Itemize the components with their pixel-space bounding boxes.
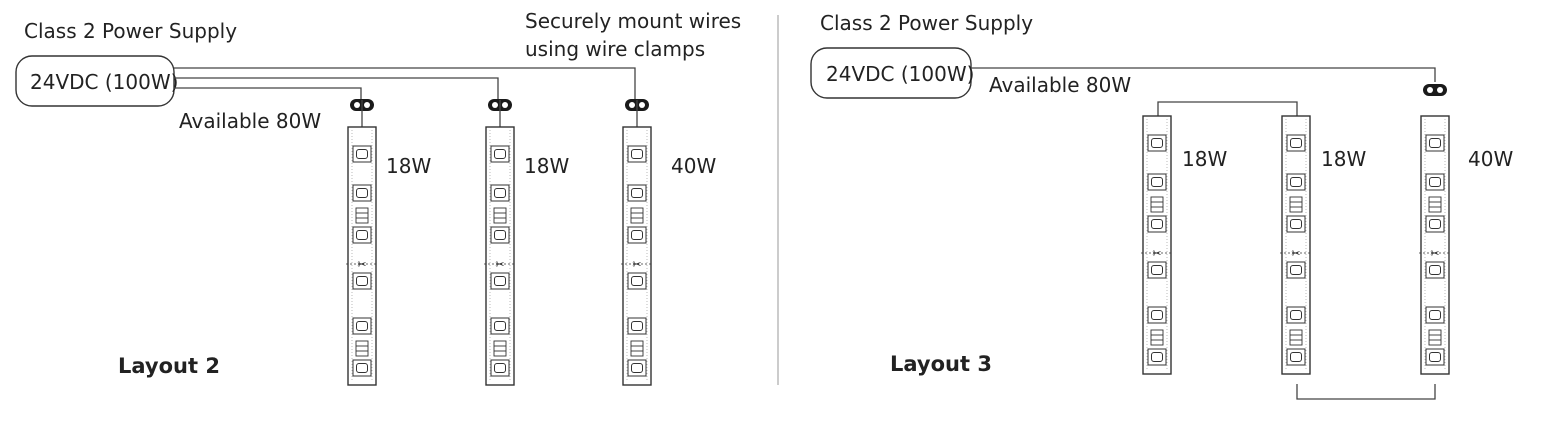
layout2-note-line2: using wire clamps: [525, 37, 705, 61]
layout3-power-supply-box: [810, 47, 972, 99]
led-chip-icon: [1286, 348, 1306, 366]
led-chip-icon: [1425, 348, 1445, 366]
layout2-note-line1: Securely mount wires: [525, 9, 741, 33]
led-chip-icon: [627, 359, 647, 377]
layout3-available-label: Available 80W: [989, 73, 1131, 97]
cut-line-scissors-icon: ✂: [1280, 247, 1312, 260]
led-chip-icon: [490, 359, 510, 377]
led-chip-icon: [490, 145, 510, 163]
led-chip-icon: [1425, 215, 1445, 233]
led-chip-icon: [1286, 134, 1306, 152]
led-strip: [622, 126, 652, 386]
led-chip-icon: [627, 184, 647, 202]
led-strip: [1420, 115, 1450, 375]
led-chip-icon: [1147, 261, 1167, 279]
led-strip: [1281, 115, 1311, 375]
layout3-strip-2: ✂ 18W: [1280, 115, 1366, 375]
resistor-icon: [355, 207, 369, 224]
layout3-strip-2-watt: 18W: [1321, 147, 1366, 171]
cut-line-scissors-icon: ✂: [1141, 247, 1173, 260]
cut-line-scissors-icon: ✂: [1419, 247, 1451, 260]
layout3-wires: [971, 67, 1436, 400]
wire-clamp-icon: [1423, 84, 1447, 96]
led-chip-icon: [352, 226, 372, 244]
resistor-icon: [493, 207, 507, 224]
led-chip-icon: [1425, 261, 1445, 279]
svg-text:✂: ✂: [1152, 247, 1161, 260]
layout3-supply-label: Class 2 Power Supply: [820, 11, 1033, 35]
led-strip: [1142, 115, 1172, 375]
cut-line-scissors-icon: ✂: [621, 258, 653, 271]
svg-text:✂: ✂: [495, 258, 504, 271]
resistor-icon: [630, 340, 644, 357]
led-chip-icon: [1286, 261, 1306, 279]
resistor-icon: [1150, 196, 1164, 213]
led-chip-icon: [490, 226, 510, 244]
layout-2: Class 2 Power Supply 24VDC (100W) Secure…: [15, 9, 741, 386]
layout2-strip-2: ✂ 18W: [484, 99, 569, 386]
led-chip-icon: [1147, 173, 1167, 191]
layout3-strip-1: ✂ 18W: [1141, 115, 1227, 375]
led-chip-icon: [352, 317, 372, 335]
led-strip: [347, 126, 377, 386]
led-strip: [485, 126, 515, 386]
led-chip-icon: [1147, 134, 1167, 152]
layout2-available-label: Available 80W: [179, 109, 321, 133]
layout2-supply-rating: 24VDC (100W): [30, 70, 178, 94]
led-chip-icon: [627, 145, 647, 163]
layout2-title: Layout 2: [118, 354, 220, 378]
layout3-strip-1-watt: 18W: [1182, 147, 1227, 171]
resistor-icon: [1428, 196, 1442, 213]
resistor-icon: [493, 340, 507, 357]
layout3-strip-3: ✂ 40W: [1419, 115, 1513, 375]
led-chip-icon: [352, 272, 372, 290]
led-chip-icon: [1286, 173, 1306, 191]
layout2-power-supply-box: [15, 55, 175, 107]
cut-line-scissors-icon: ✂: [484, 258, 516, 271]
svg-text:✂: ✂: [357, 258, 366, 271]
resistor-icon: [1150, 329, 1164, 346]
svg-text:✂: ✂: [1291, 247, 1300, 260]
resistor-icon: [630, 207, 644, 224]
led-chip-icon: [1286, 215, 1306, 233]
resistor-icon: [355, 340, 369, 357]
resistor-icon: [1428, 329, 1442, 346]
led-chip-icon: [490, 184, 510, 202]
svg-text:✂: ✂: [632, 258, 641, 271]
led-chip-icon: [1425, 134, 1445, 152]
led-chip-icon: [1425, 306, 1445, 324]
resistor-icon: [1289, 329, 1303, 346]
led-chip-icon: [352, 184, 372, 202]
led-chip-icon: [490, 317, 510, 335]
led-chip-icon: [352, 359, 372, 377]
layout2-wires: [174, 67, 636, 100]
led-chip-icon: [1286, 306, 1306, 324]
led-chip-icon: [627, 272, 647, 290]
resistor-icon: [1289, 196, 1303, 213]
layout2-strip-2-watt: 18W: [524, 154, 569, 178]
led-chip-icon: [1147, 306, 1167, 324]
layout2-supply-label: Class 2 Power Supply: [24, 19, 237, 43]
layout-3: Class 2 Power Supply 24VDC (100W) Availa…: [810, 11, 1513, 400]
svg-text:✂: ✂: [1430, 247, 1439, 260]
led-chip-icon: [627, 317, 647, 335]
layout3-supply-rating: 24VDC (100W): [826, 62, 974, 86]
layout2-strip-3: ✂ 40W: [621, 99, 716, 386]
layout2-strip-3-watt: 40W: [671, 154, 716, 178]
led-chip-icon: [490, 272, 510, 290]
layout2-strip-1-watt: 18W: [386, 154, 431, 178]
led-chip-icon: [627, 226, 647, 244]
layout3-title: Layout 3: [890, 352, 992, 376]
led-chip-icon: [352, 145, 372, 163]
led-chip-icon: [1425, 173, 1445, 191]
layout2-strip-1: ✂ 18W: [346, 99, 431, 386]
cut-line-scissors-icon: ✂: [346, 258, 378, 271]
layout3-strip-3-watt: 40W: [1468, 147, 1513, 171]
led-chip-icon: [1147, 348, 1167, 366]
led-chip-icon: [1147, 215, 1167, 233]
